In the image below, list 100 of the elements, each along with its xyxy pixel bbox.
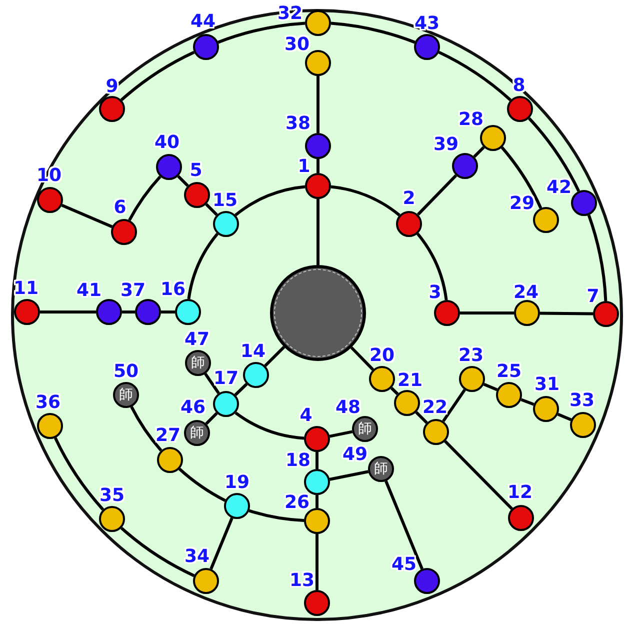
connector-line [187, 232, 219, 300]
node-number: 49 [342, 446, 368, 464]
connector-line [210, 517, 234, 570]
connector-line [528, 117, 580, 192]
node-number: 46 [180, 399, 206, 417]
node-number: 38 [285, 115, 311, 133]
connector-line [234, 185, 306, 216]
node-number: 19 [224, 474, 250, 492]
node-number: 23 [458, 347, 484, 365]
connector-line [587, 214, 608, 302]
node-number: 26 [284, 494, 310, 512]
node-number: 12 [507, 484, 533, 502]
connector-line [248, 509, 304, 522]
connector-line [54, 437, 104, 511]
node-label: 師 [119, 388, 133, 402]
connector-line [40, 310, 96, 314]
node-number: 48 [335, 399, 361, 417]
node-number: 35 [99, 487, 125, 505]
node-number: 36 [35, 394, 61, 412]
connector-line [234, 382, 248, 396]
node-number: 6 [114, 199, 126, 217]
node-number: 5 [190, 162, 202, 180]
node-label: 師 [190, 426, 204, 440]
connector-line [329, 430, 353, 438]
node-label: 師 [191, 356, 205, 370]
node-number: 7 [586, 288, 600, 306]
connector-line [415, 411, 428, 424]
connector-line [130, 406, 162, 452]
connector-line [520, 398, 534, 406]
connector-line [316, 495, 318, 508]
node-number: 34 [184, 548, 210, 566]
connector-line [438, 50, 512, 102]
node-number: 1 [298, 158, 310, 176]
connector-line [120, 50, 195, 102]
node-number: 4 [300, 407, 312, 425]
connector-line [540, 312, 594, 316]
connector-line [316, 452, 318, 469]
node-number: 44 [190, 13, 216, 31]
node-number: 17 [213, 370, 239, 388]
connector-line [316, 199, 320, 265]
node-number: 2 [402, 190, 416, 208]
connector-line [384, 480, 424, 570]
connector-line [204, 372, 220, 394]
node-number: 22 [422, 399, 448, 417]
node-number: 15 [212, 192, 238, 210]
connector-line [330, 185, 400, 216]
node-number: 45 [391, 556, 417, 574]
connector-line [178, 468, 226, 502]
node-number: 16 [160, 281, 186, 299]
node-number: 28 [458, 111, 484, 129]
connector-line [161, 310, 175, 314]
node-label: 師 [358, 422, 372, 436]
connector-line [416, 174, 458, 216]
node-number: 47 [184, 331, 210, 349]
node-number: 33 [569, 392, 595, 410]
connector-line [61, 204, 113, 228]
connector-line [500, 146, 542, 209]
connector-line [205, 412, 218, 425]
connector-line [390, 386, 399, 396]
node-number: 20 [369, 347, 395, 365]
connector-line [460, 312, 514, 314]
node-number: 24 [513, 284, 539, 302]
node-number: 25 [496, 363, 522, 381]
connector-line [350, 346, 374, 371]
connector-line [177, 175, 189, 187]
node-number: 13 [289, 572, 315, 590]
connector-line [416, 232, 448, 300]
node-number: 11 [13, 280, 39, 298]
connector-line [442, 388, 466, 422]
connector-line [218, 22, 306, 44]
node-number: 42 [546, 179, 572, 197]
node-number: 30 [284, 36, 310, 54]
node-number: 21 [397, 372, 423, 390]
connector-line [205, 203, 218, 216]
node-number: 40 [154, 134, 180, 152]
connector-line [122, 310, 135, 314]
connector-line [120, 526, 195, 578]
connector-line [483, 382, 498, 392]
connector-line [473, 146, 485, 158]
connector-line [330, 22, 416, 44]
connector-line [234, 412, 304, 440]
connector-line [128, 176, 162, 221]
connector-line [329, 470, 369, 481]
node-number: 27 [155, 427, 181, 445]
node-number: 43 [414, 15, 440, 33]
node-number: 39 [433, 136, 459, 154]
node-number: 18 [285, 452, 311, 470]
node-number: 3 [428, 284, 442, 302]
connector-line [444, 440, 513, 510]
connector-line [316, 534, 318, 590]
node-number: 41 [76, 282, 102, 300]
connector-line [264, 346, 286, 367]
node-number: 31 [534, 376, 560, 394]
node-label: 師 [374, 462, 388, 476]
node-number: 50 [113, 363, 139, 381]
connector-line [557, 412, 572, 422]
node-number: 29 [509, 195, 535, 213]
connector-line [316, 159, 320, 173]
connector-line [316, 76, 320, 133]
node-number: 14 [240, 343, 266, 361]
